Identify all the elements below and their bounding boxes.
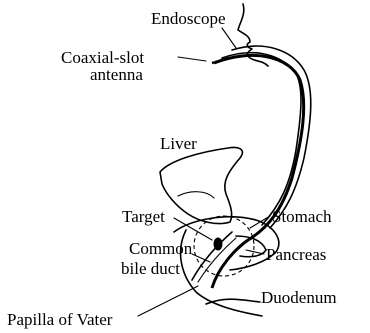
target-region — [194, 216, 254, 276]
label-endoscope: Endoscope — [151, 9, 226, 28]
esophagus-wall-right — [232, 46, 311, 228]
liver-shape — [160, 147, 242, 223]
label-coaxial-line2: antenna — [90, 65, 143, 84]
label-common-line1: Common — [129, 239, 193, 258]
liver-fold — [178, 192, 214, 198]
label-liver: Liver — [160, 134, 197, 153]
bile-duct — [192, 232, 232, 280]
label-papilla: Papilla of Vater — [7, 310, 113, 329]
label-duodenum: Duodenum — [261, 288, 337, 307]
label-stomach: Stomach — [272, 207, 332, 226]
label-pancreas: Pancreas — [266, 245, 326, 264]
label-common-line2: bile duct — [121, 259, 180, 278]
leader-pancreas — [246, 250, 264, 254]
label-target: Target — [122, 207, 165, 226]
leader-papilla — [138, 286, 198, 316]
leader-coaxial — [178, 57, 206, 61]
leader-endoscope — [222, 28, 236, 48]
